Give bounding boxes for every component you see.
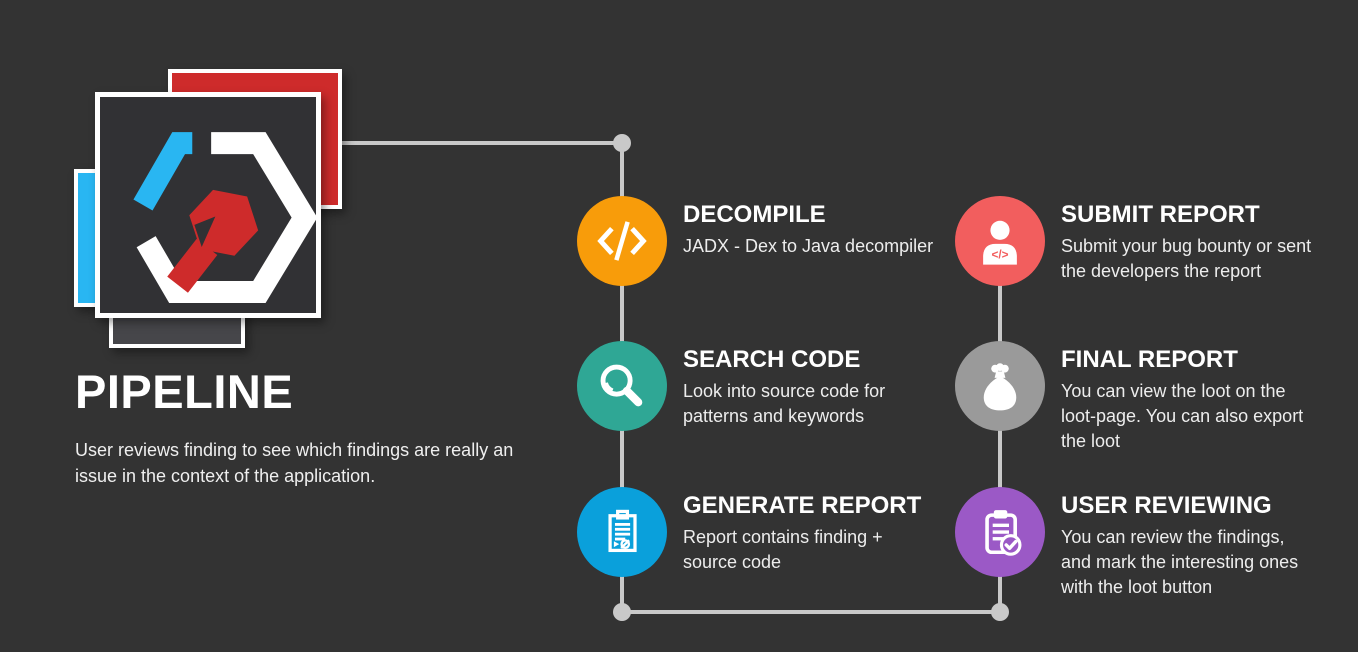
step-submit-report: </> SUBMIT REPORT Submit your bug bounty…: [955, 196, 1319, 286]
app-logo-tile: [95, 92, 321, 318]
connector-bottom-horizontal: [622, 610, 1000, 614]
person-code-icon: </>: [983, 220, 1017, 265]
step-title: DECOMPILE: [683, 201, 826, 228]
step-description: JADX - Dex to Java decompiler: [683, 236, 934, 256]
step-description: You can view the loot on the loot-page. …: [1061, 381, 1304, 451]
step-description: You can review the findings, and mark th…: [1061, 527, 1299, 597]
step-search-code: SEARCH CODE Look into source code for pa…: [577, 341, 941, 431]
loot-bag-icon: [983, 363, 1017, 411]
final-report-bubble: [955, 341, 1045, 431]
connector-dot-bottom-right: [991, 603, 1009, 621]
step-title: USER REVIEWING: [1061, 492, 1272, 519]
connector-dot-bottom-left: [613, 603, 631, 621]
step-generate-report: GENERATE REPORT Report contains finding …: [577, 487, 941, 577]
search-code-bubble: [577, 341, 667, 431]
clipboard-check-icon: [985, 510, 1022, 556]
page-title: PIPELINE: [75, 365, 294, 418]
step-user-reviewing: USER REVIEWING You can review the findin…: [955, 487, 1319, 600]
step-decompile: DECOMPILE JADX - Dex to Java decompiler: [577, 196, 941, 286]
header: PIPELINE User reviews finding to see whi…: [75, 363, 545, 489]
code-icon: [597, 221, 647, 261]
connector-top-horizontal: [341, 141, 622, 145]
decompile-bubble: [577, 196, 667, 286]
step-title: SUBMIT REPORT: [1061, 201, 1260, 228]
step-title: FINAL REPORT: [1061, 346, 1238, 373]
report-icon: [608, 509, 637, 553]
generate-report-bubble: [577, 487, 667, 577]
step-title: SEARCH CODE: [683, 346, 861, 373]
step-final-report: FINAL REPORT You can view the loot on th…: [955, 341, 1319, 454]
search-icon: [600, 364, 643, 407]
page-subtitle: User reviews finding to see which findin…: [75, 440, 514, 486]
step-title: GENERATE REPORT: [683, 492, 922, 519]
submit-report-bubble: </>: [955, 196, 1045, 286]
step-description: Look into source code for patterns and k…: [683, 381, 886, 426]
connector-dot-top: [613, 134, 631, 152]
step-description: Report contains finding + source code: [683, 527, 883, 572]
hexagon-code-logo-icon: [133, 132, 316, 304]
chest-code-glyph: </>: [991, 247, 1008, 261]
step-description: Submit your bug bounty or sent the devel…: [1061, 236, 1312, 281]
user-reviewing-bubble: [955, 487, 1045, 577]
